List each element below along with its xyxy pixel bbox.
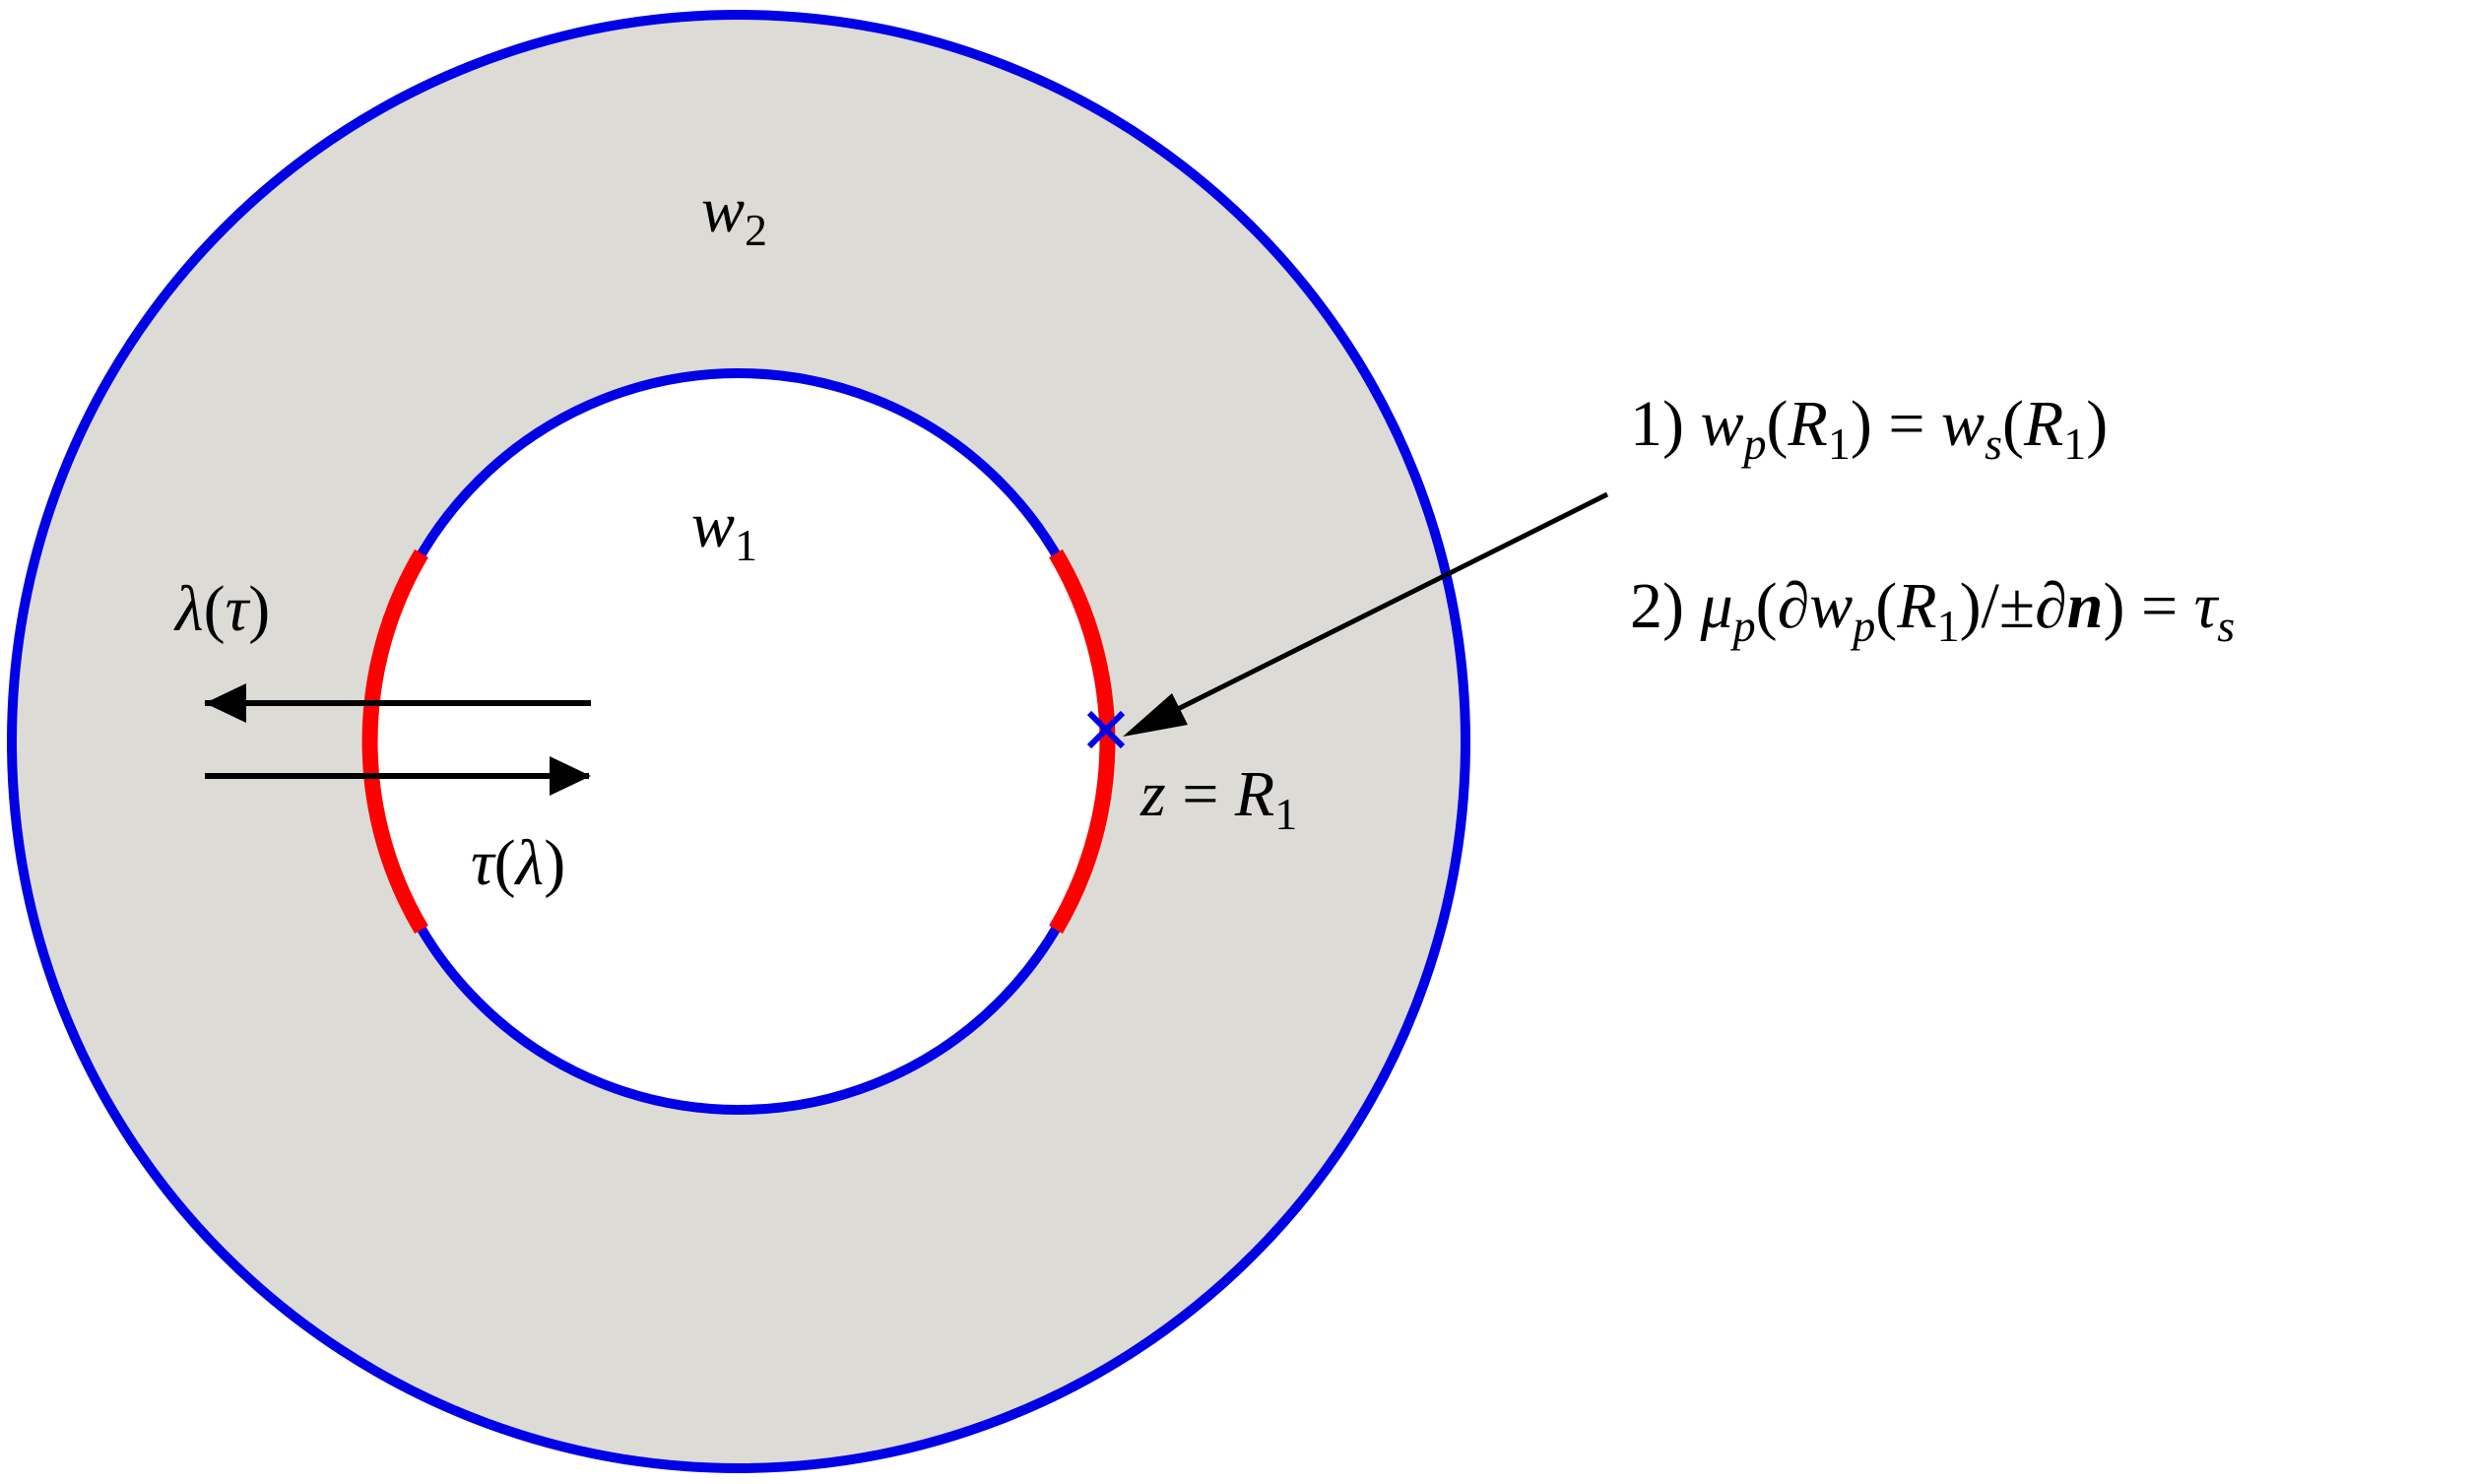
condition-2-mu-sub: p: [1730, 601, 1756, 651]
point-marker: [1086, 710, 1126, 749]
arrow-right-head: [550, 756, 591, 796]
tau-close-paren: ): [544, 827, 565, 899]
condition-1-arg-left: (R: [1767, 388, 1828, 460]
condition-2-slash: /±∂: [1982, 570, 2067, 642]
arrow-left-head: [205, 683, 246, 723]
point-label: z = R1: [1139, 758, 1297, 839]
lambda-close-paren: ): [248, 573, 270, 645]
condition-1-sub-left: p: [1741, 419, 1767, 469]
condition-1-argsub-right: 1: [2063, 419, 2086, 469]
condition-1-w-right: w: [1941, 388, 1985, 460]
condition-2-arg-sub: 1: [1937, 601, 1960, 651]
left-interface-arc: [361, 548, 428, 935]
condition-1-eq: =: [1872, 388, 1941, 460]
condition-2-normal: n: [2067, 570, 2104, 642]
condition-1-R-right: R: [2023, 388, 2063, 460]
outer-region-subscript: 2: [745, 205, 767, 255]
condition-2-w: w: [1809, 570, 1853, 642]
lambda-tau-label: λ(τ): [173, 573, 270, 645]
condition-2-number: 2): [1630, 570, 1684, 642]
condition-2-close: ): [2103, 570, 2124, 642]
condition-2-arg-R: R: [1896, 570, 1936, 642]
condition-2-mu: μ: [1699, 570, 1732, 642]
condition-1-paren-right: (: [2002, 388, 2024, 460]
inner-region-subscript: 1: [735, 520, 757, 570]
tau-open-paren: (: [494, 827, 516, 899]
condition-2-tau: τ: [2194, 570, 2220, 642]
condition-2-arg-paren: (: [1875, 570, 1897, 642]
point-eq: =: [1166, 758, 1235, 830]
point-subscript: 1: [1274, 789, 1297, 839]
point-R: R: [1234, 758, 1274, 830]
right-interface-arc: [1049, 548, 1116, 935]
inner-region-label: w1: [691, 489, 757, 570]
condition-1-close-left: ): [1851, 388, 1872, 460]
lambda-open-paren: (: [204, 573, 226, 645]
condition-1-argsub-left: 1: [1828, 419, 1851, 469]
condition-2-arg-close: ): [1960, 570, 1982, 642]
lambda-arg: τ: [226, 573, 251, 645]
condition-1-R-left: R: [1788, 388, 1828, 460]
tau-symbol: τ: [471, 827, 496, 899]
condition-1-w-left: w: [1700, 388, 1743, 460]
outer-region-label: w2: [701, 174, 767, 255]
condition-2-open: (∂: [1756, 570, 1810, 642]
inner-boundary: [365, 368, 1112, 1115]
pointer-arrow: [1164, 491, 1609, 718]
condition-2-eq: =: [2124, 570, 2193, 642]
tau-lambda-label: τ(λ): [471, 827, 565, 899]
condition-2-tau-sub: s: [2217, 601, 2235, 651]
outer-region-symbol: w: [701, 174, 745, 246]
lambda-symbol: λ: [173, 573, 204, 645]
condition-1-close-right: ): [2086, 388, 2108, 460]
condition-1-sub-right: s: [1985, 419, 2002, 469]
point-z: z: [1139, 758, 1166, 830]
condition-1: 1) wp(R1) = ws(R1): [1630, 388, 2108, 469]
condition-2: 2) μp(∂wp(R1)/±∂n) = τs: [1630, 570, 2235, 651]
tau-arg: λ: [514, 827, 545, 899]
condition-1-number: 1): [1630, 388, 1684, 460]
condition-1-paren-left: (: [1767, 388, 1789, 460]
pointer-arrow-head: [1123, 693, 1188, 737]
inner-region-symbol: w: [691, 489, 735, 561]
condition-2-w-sub: p: [1850, 601, 1875, 651]
